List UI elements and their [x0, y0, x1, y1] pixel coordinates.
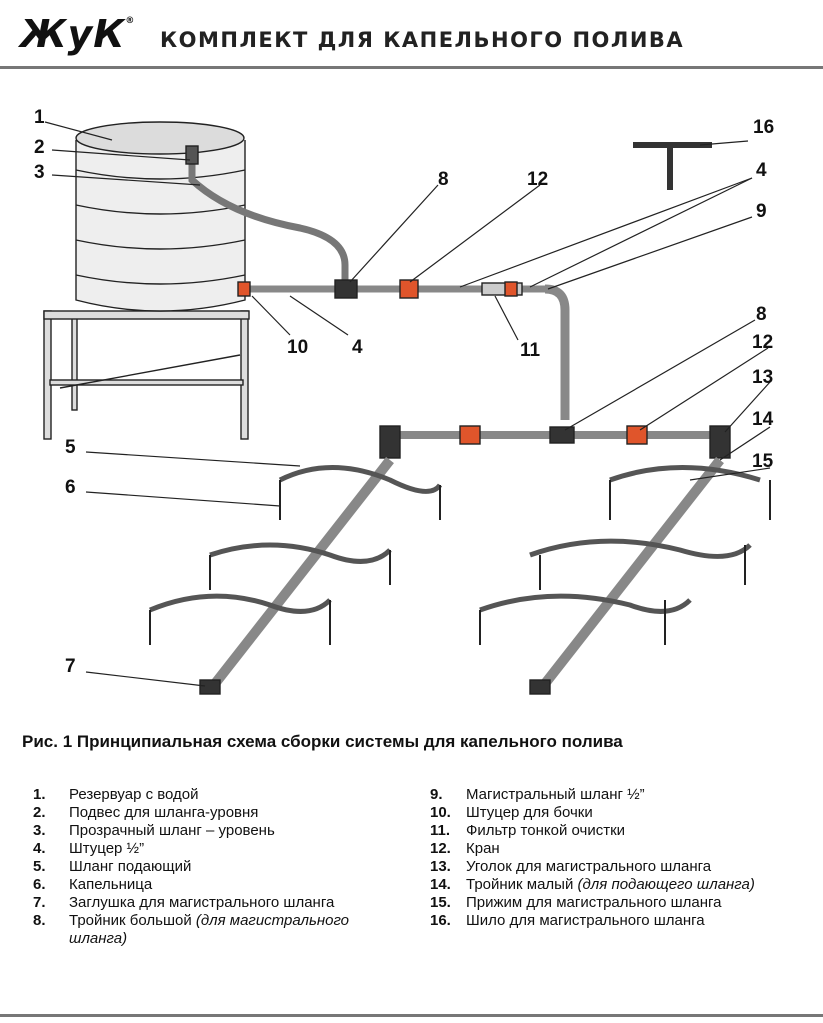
figure-caption: Рис. 1 Принципиальная схема сборки систе…: [22, 732, 623, 751]
parts-legend-left: 1.Резервуар с водой 2.Подвес для шланга-…: [33, 786, 393, 948]
callout-8-lower: 8: [756, 304, 767, 325]
callout-4-right: 4: [756, 160, 767, 181]
level-hose: [188, 150, 349, 285]
callout-5: 5: [65, 437, 76, 458]
legend-item: 1.Резервуар с водой: [33, 786, 199, 803]
legend-item: 2.Подвес для шланга-уровня: [33, 804, 259, 821]
brand-logo: ЖуК®: [20, 12, 136, 56]
drip-lines-right: [479, 465, 761, 614]
assembly-diagram: 1 2 3 8 12 4 9 16 10 4 11 8 12 13 14 15 …: [34, 107, 774, 695]
footer-divider: [0, 1014, 823, 1017]
lower-main-line: [379, 425, 731, 459]
page-title: КОМПЛЕКТ ДЛЯ КАПЕЛЬНОГО ПОЛИВА: [160, 28, 685, 52]
feeder-hose-left: [206, 456, 394, 694]
callout-6: 6: [65, 477, 76, 498]
awl-tool: [633, 142, 712, 190]
callout-10: 10: [287, 337, 308, 358]
callout-14: 14: [752, 409, 774, 430]
callout-1: 1: [34, 107, 45, 128]
legend-item: 7.Заглушка для магистрального шланга: [33, 894, 335, 911]
water-tank: [75, 121, 246, 312]
legend-item: 16.Шило для магистрального шланга: [430, 912, 705, 929]
legend-item: 12.Кран: [430, 840, 500, 857]
callout-12-upper: 12: [527, 169, 548, 190]
legend-item: 13.Уголок для магистрального шланга: [430, 858, 712, 875]
legend-item: 5.Шланг подающий: [33, 858, 192, 875]
legend-item: 9.Магистральный шланг ½”: [430, 786, 645, 803]
callout-16: 16: [753, 117, 774, 138]
tank-stand: [43, 310, 250, 440]
legend-item: 8.Тройник большой (для магистрального шл…: [33, 912, 350, 947]
upper-main-line: [237, 279, 570, 420]
callout-15: 15: [752, 451, 774, 472]
legend-item: 4.Штуцер ½”: [33, 840, 145, 857]
legend-item: 11.Фильтр тонкой очистки: [430, 822, 626, 839]
callout-8-upper: 8: [438, 169, 449, 190]
leader-lines: [44, 121, 771, 687]
legend-item: 15.Прижим для магистрального шланга: [430, 894, 722, 911]
legend-item: 14.Тройник малый (для подающего шланга): [430, 876, 755, 893]
header-divider: [0, 66, 823, 69]
callout-9: 9: [756, 201, 767, 222]
callout-4-lower: 4: [352, 337, 363, 358]
callout-12-lower: 12: [752, 332, 773, 353]
feeder-hose-right: [536, 456, 724, 694]
legend-item: 3.Прозрачный шланг – уровень: [33, 822, 275, 839]
callout-11: 11: [520, 340, 541, 361]
callout-3: 3: [34, 162, 45, 183]
drip-lines-left: [149, 465, 443, 614]
legend-item: 10.Штуцер для бочки: [430, 804, 593, 821]
page-header: ЖуК® КОМПЛЕКТ ДЛЯ КАПЕЛЬНОГО ПОЛИВА: [0, 0, 823, 70]
parts-legend-right: 9.Магистральный шланг ½” 10.Штуцер для б…: [430, 786, 810, 930]
legend-item: 6.Капельница: [33, 876, 153, 893]
callout-13: 13: [752, 367, 773, 388]
callout-7: 7: [65, 656, 76, 677]
callout-2: 2: [34, 137, 45, 158]
